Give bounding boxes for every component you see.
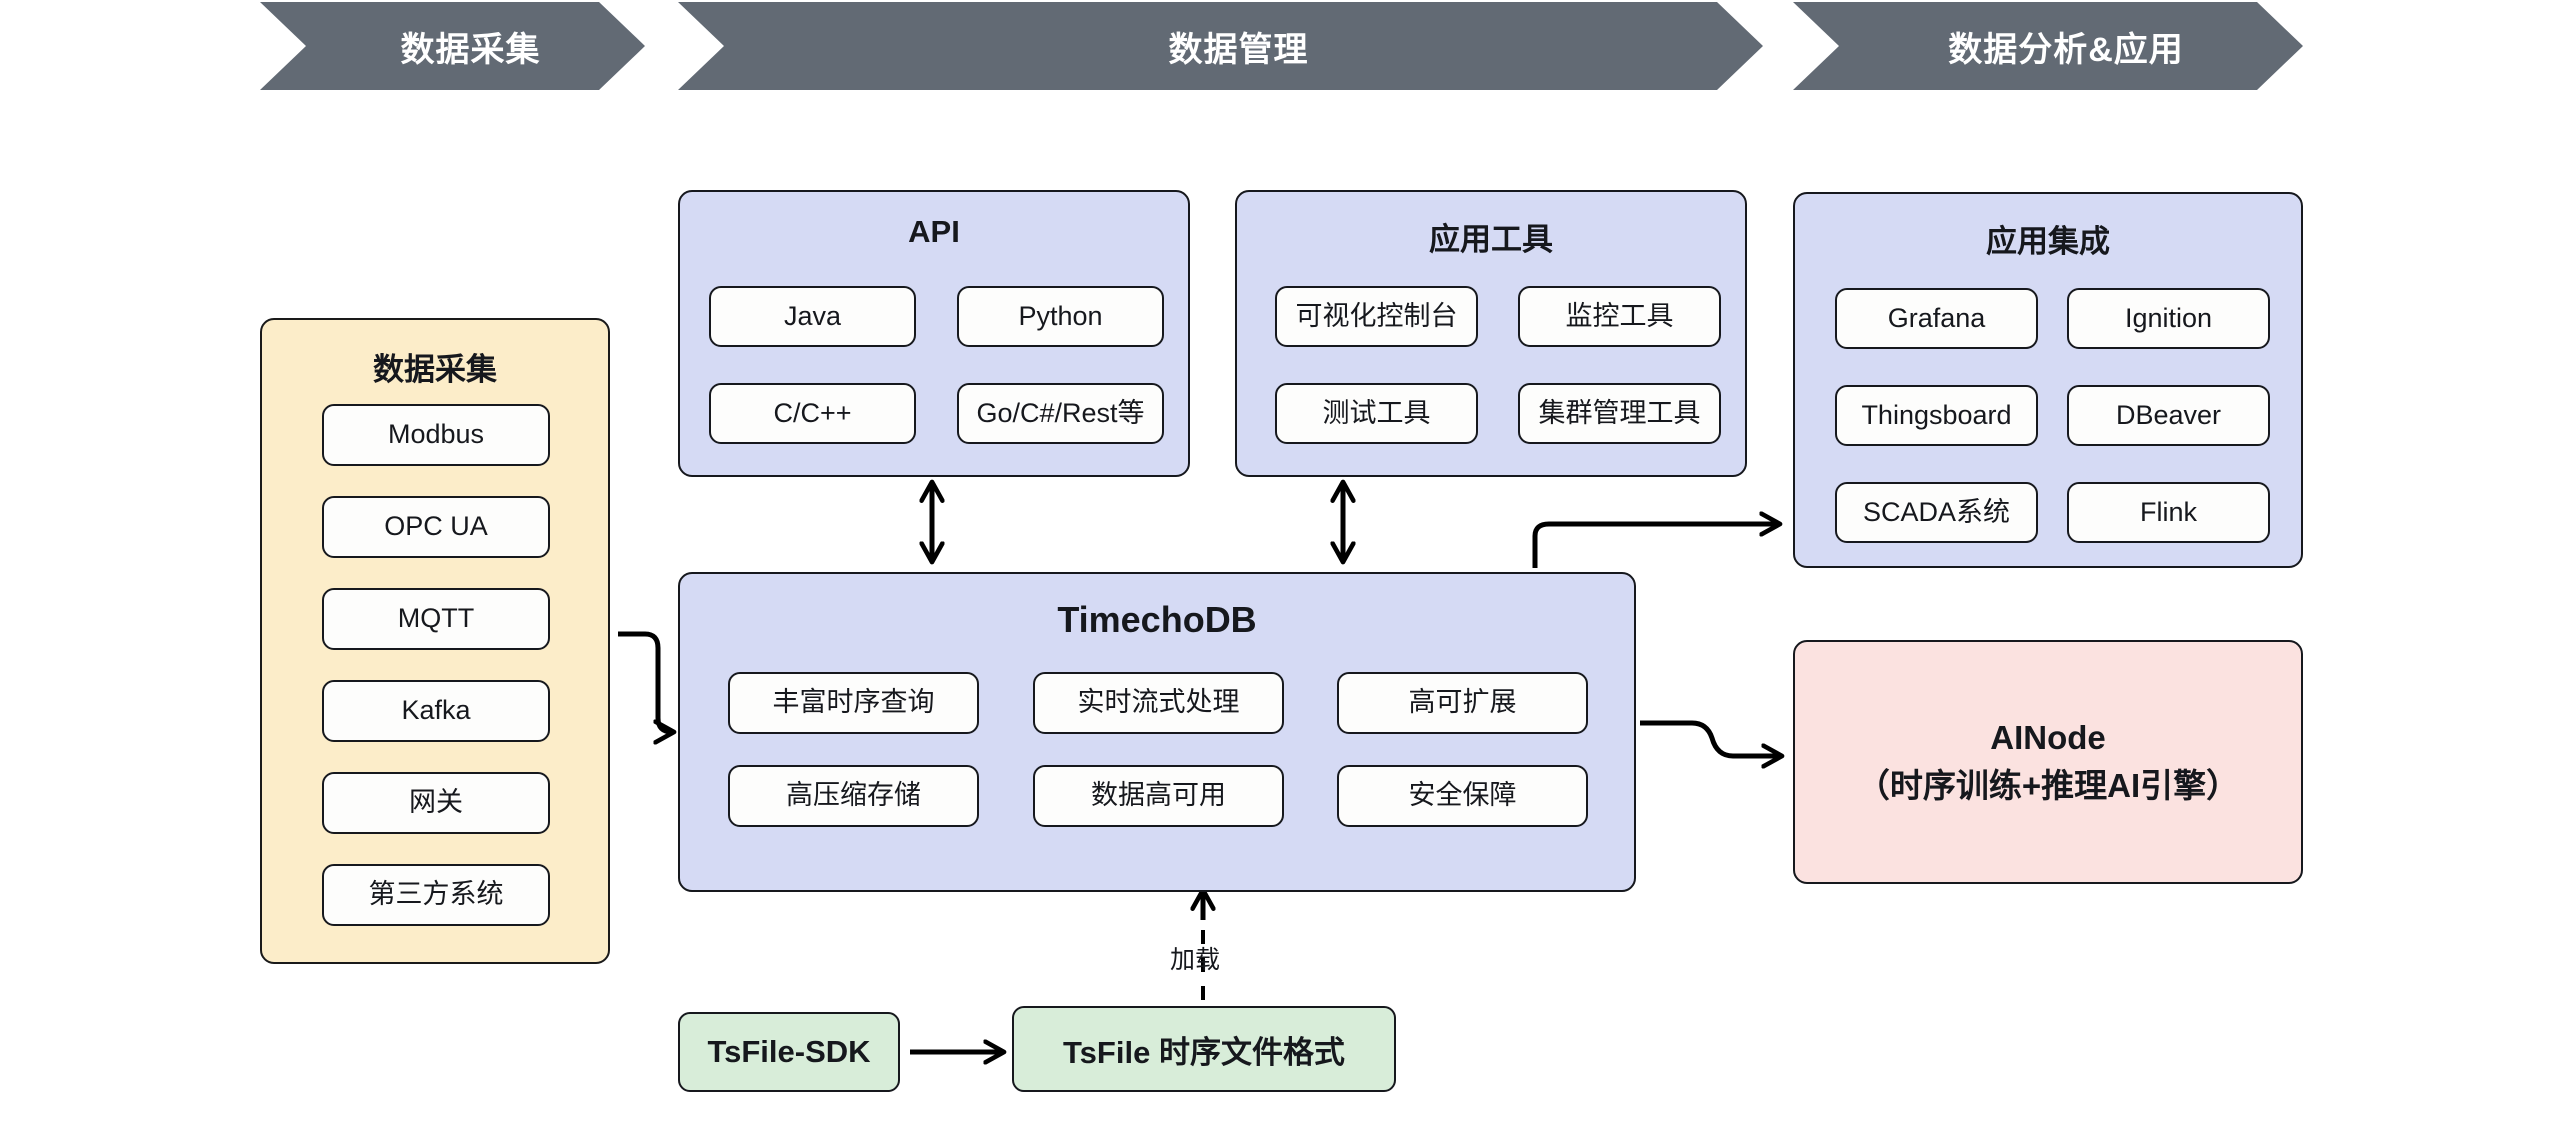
chip-label: 高压缩存储 (786, 780, 921, 811)
chip-mqtt[interactable]: MQTT (322, 588, 550, 650)
chip-security-assurance[interactable]: 安全保障 (1337, 765, 1588, 827)
chip-grafana[interactable]: Grafana (1835, 288, 2038, 349)
box-tsfile-format[interactable]: TsFile 时序文件格式 (1012, 1006, 1396, 1092)
panel-title-app-tools: 应用工具 (1429, 222, 1553, 257)
edge-db-to-ainode (1640, 720, 1780, 756)
chip-visual-console[interactable]: 可视化控制台 (1275, 286, 1478, 347)
chip-label: Thingsboard (1861, 399, 2012, 430)
banner-label: 数据分析&应用 (1948, 30, 2184, 69)
chip-test-tool[interactable]: 测试工具 (1275, 383, 1478, 444)
chip-cluster-management-tool[interactable]: 集群管理工具 (1518, 383, 1721, 444)
banner-data-collection: 数据采集 (260, 2, 645, 90)
panel-title-data-collection: 数据采集 (373, 352, 497, 387)
chip-high-compression-storage[interactable]: 高压缩存储 (728, 765, 979, 827)
chip-data-high-availability[interactable]: 数据高可用 (1033, 765, 1284, 827)
chip-scada-system[interactable]: SCADA系统 (1835, 482, 2038, 543)
chip-python[interactable]: Python (957, 286, 1164, 347)
chip-label: 可视化控制台 (1295, 300, 1458, 331)
chip-label: Grafana (1887, 302, 1986, 333)
chip-java[interactable]: Java (709, 286, 916, 347)
banner-data-analysis: 数据分析&应用 (1793, 2, 2303, 90)
banner-data-management: 数据管理 (678, 2, 1763, 90)
panel-timechodb: TimechoDB 丰富时序查询 实时流式处理 高可扩展 高压缩存储 数据高可用… (678, 572, 1636, 892)
chip-label: 监控工具 (1565, 300, 1674, 331)
chip-opc-ua[interactable]: OPC UA (322, 496, 550, 558)
edge-collection-to-db (618, 631, 672, 732)
chip-label: Python (1018, 300, 1103, 331)
panel-app-tools: 应用工具 可视化控制台 监控工具 测试工具 集群管理工具 (1235, 190, 1747, 477)
box-label: TsFile 时序文件格式 (1063, 1034, 1345, 1070)
banner-label: 数据采集 (400, 30, 541, 69)
chip-gateway[interactable]: 网关 (322, 772, 550, 834)
chip-label: Go/C#/Rest等 (976, 397, 1145, 428)
chip-monitoring-tool[interactable]: 监控工具 (1518, 286, 1721, 347)
chip-label: 测试工具 (1322, 397, 1431, 428)
panel-api: API Java Python C/C++ Go/C#/Rest等 (678, 190, 1190, 477)
chip-thingsboard[interactable]: Thingsboard (1835, 385, 2038, 446)
ainode-subtitle: （时序训练+推理AI引擎） (1856, 767, 2240, 804)
ainode-text-block: AINode （时序训练+推理AI引擎） (1795, 714, 2301, 810)
panel-title-app-integration: 应用集成 (1986, 224, 2110, 259)
chip-realtime-stream-processing[interactable]: 实时流式处理 (1033, 672, 1284, 734)
chip-label: Modbus (387, 419, 485, 450)
chip-label: OPC UA (384, 511, 488, 542)
chip-label: 第三方系统 (368, 879, 504, 910)
box-label: TsFile-SDK (707, 1034, 871, 1069)
panel-title-timechodb: TimechoDB (1057, 599, 1257, 640)
chip-label: Ignition (2124, 302, 2213, 333)
panel-data-collection: 数据采集 Modbus OPC UA MQTT Kafka 网关 第三方系统 (260, 318, 610, 964)
banner-label: 数据管理 (1168, 30, 1309, 69)
chip-ignition[interactable]: Ignition (2067, 288, 2270, 349)
chip-label: 丰富时序查询 (772, 687, 935, 718)
chip-label: 集群管理工具 (1538, 397, 1701, 428)
edge-label-load: 加载 (1170, 940, 1220, 976)
chip-dbeaver[interactable]: DBeaver (2067, 385, 2270, 446)
chip-label: 网关 (409, 787, 463, 818)
chip-high-scalability[interactable]: 高可扩展 (1337, 672, 1588, 734)
panel-ainode: AINode （时序训练+推理AI引擎） (1793, 640, 2303, 884)
panel-app-integration: 应用集成 Grafana Ignition Thingsboard DBeave… (1793, 192, 2303, 568)
chip-label: 数据高可用 (1091, 780, 1226, 811)
edge-db-to-integration (1532, 524, 1778, 568)
chip-kafka[interactable]: Kafka (322, 680, 550, 742)
chip-label: Java (783, 300, 842, 331)
panel-title-api: API (908, 214, 960, 249)
ainode-title: AINode (1990, 719, 2106, 757)
chip-flink[interactable]: Flink (2067, 482, 2270, 543)
chip-label: 高可扩展 (1408, 687, 1517, 718)
chip-label: SCADA系统 (1862, 496, 2011, 527)
box-tsfile-sdk[interactable]: TsFile-SDK (678, 1012, 900, 1092)
chip-label: 安全保障 (1408, 780, 1517, 811)
chip-label: Flink (2139, 496, 2197, 527)
chip-modbus[interactable]: Modbus (322, 404, 550, 466)
chip-go-csharp-rest[interactable]: Go/C#/Rest等 (957, 383, 1164, 444)
chip-label: DBeaver (2115, 399, 2222, 430)
chip-label: MQTT (397, 603, 475, 634)
chip-c-cpp[interactable]: C/C++ (709, 383, 916, 444)
chip-rich-timeseries-query[interactable]: 丰富时序查询 (728, 672, 979, 734)
edge-label-text: 加载 (1170, 946, 1221, 974)
chip-label: Kafka (401, 695, 471, 726)
chip-label: C/C++ (773, 397, 852, 428)
chip-label: 实时流式处理 (1077, 687, 1240, 718)
chip-third-party-system[interactable]: 第三方系统 (322, 864, 550, 926)
